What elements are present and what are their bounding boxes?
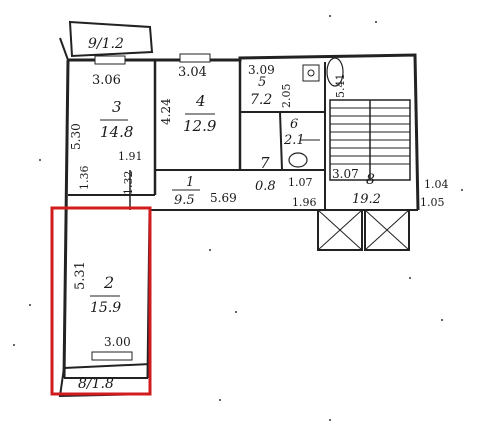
room-3-length: 5.30 (69, 123, 83, 150)
room-5-area: 7.2 (250, 92, 272, 108)
room-7-area: 0.8 (255, 179, 276, 194)
room-8: 3.07 8 19.2 5.41 1.04 1.05 (332, 74, 449, 210)
room-2-area: 15.9 (90, 300, 121, 316)
window-room-4 (179, 53, 211, 63)
room-7: 7 0.8 1.07 (255, 154, 313, 194)
room-8-width: 3.07 (332, 167, 359, 181)
stair-treads (330, 107, 410, 165)
balcony-8: 8/1.8 (58, 362, 151, 398)
room-5-number: 5 (258, 75, 266, 90)
room-6-area: 2.1 (283, 133, 305, 148)
window-room-3 (94, 55, 126, 65)
dim-1-96: 1.96 (292, 196, 317, 209)
staircase (329, 99, 411, 181)
room-8-number: 8 (366, 172, 375, 188)
dim-1-32: 1.32 (122, 171, 135, 196)
balcony-9: 9/1.2 (68, 20, 154, 58)
room-5-length: 2.05 (280, 84, 293, 109)
room-2-width: 3.00 (104, 335, 131, 349)
room-3-area: 14.8 (100, 123, 133, 141)
scan-specks (13, 15, 463, 421)
room-1-area: 9.5 (174, 193, 195, 208)
window-room-2 (91, 351, 133, 361)
room-4-width: 3.04 (178, 65, 207, 80)
kitchen-fixtures (288, 57, 344, 168)
stove-burner (307, 69, 315, 77)
dim-1-04: 1.04 (424, 178, 449, 191)
room-7-number: 7 (260, 154, 270, 172)
sink (326, 57, 344, 87)
room-4-number: 4 (195, 92, 206, 110)
wall-left-stub (59, 37, 69, 61)
wall-bath (279, 111, 283, 171)
interior-walls (68, 60, 326, 210)
room-2-number: 2 (103, 273, 114, 292)
room-4-area: 12.9 (183, 117, 217, 135)
room-4-length: 4.24 (159, 98, 173, 125)
room-3-number: 3 (112, 98, 122, 116)
room-4: 3.04 4 12.9 4.24 (159, 65, 217, 135)
room-5-width: 3.09 (248, 63, 275, 77)
room-7-width: 1.07 (288, 176, 313, 189)
room-3: 3.06 3 14.8 5.30 1.36 1.91 1.32 (69, 73, 143, 195)
dim-1-36: 1.36 (78, 166, 91, 191)
elevator-shafts (317, 209, 410, 251)
room-1-length: 5.69 (210, 191, 237, 205)
room-6: 6 2.1 (283, 117, 305, 148)
elevator-1 (317, 209, 363, 251)
windows (91, 53, 211, 361)
dim-1-05: 1.05 (420, 196, 445, 209)
room-6-number: 6 (290, 117, 298, 132)
room-1: 1 9.5 5.69 1.96 (172, 175, 317, 209)
room-8-area: 19.2 (352, 192, 381, 207)
balcony-8-label: 8/1.8 (78, 376, 114, 392)
elevator-2 (364, 209, 410, 251)
dim-5-41: 5.41 (334, 74, 347, 99)
room-3-width: 3.06 (92, 73, 121, 88)
room-2-length: 5.31 (73, 261, 88, 290)
room-5: 3.09 5 7.2 2.05 (248, 63, 293, 108)
toilet (288, 152, 308, 168)
balcony-9-label: 9/1.2 (88, 36, 124, 52)
room-2: 5.31 2 15.9 3.00 (73, 261, 131, 349)
room-1-number: 1 (186, 175, 194, 190)
room-2-highlight (50, 206, 152, 396)
wall-left (62, 59, 70, 379)
balcony-9-outline (68, 20, 154, 58)
stove (302, 64, 320, 82)
dim-1-91: 1.91 (118, 150, 143, 163)
